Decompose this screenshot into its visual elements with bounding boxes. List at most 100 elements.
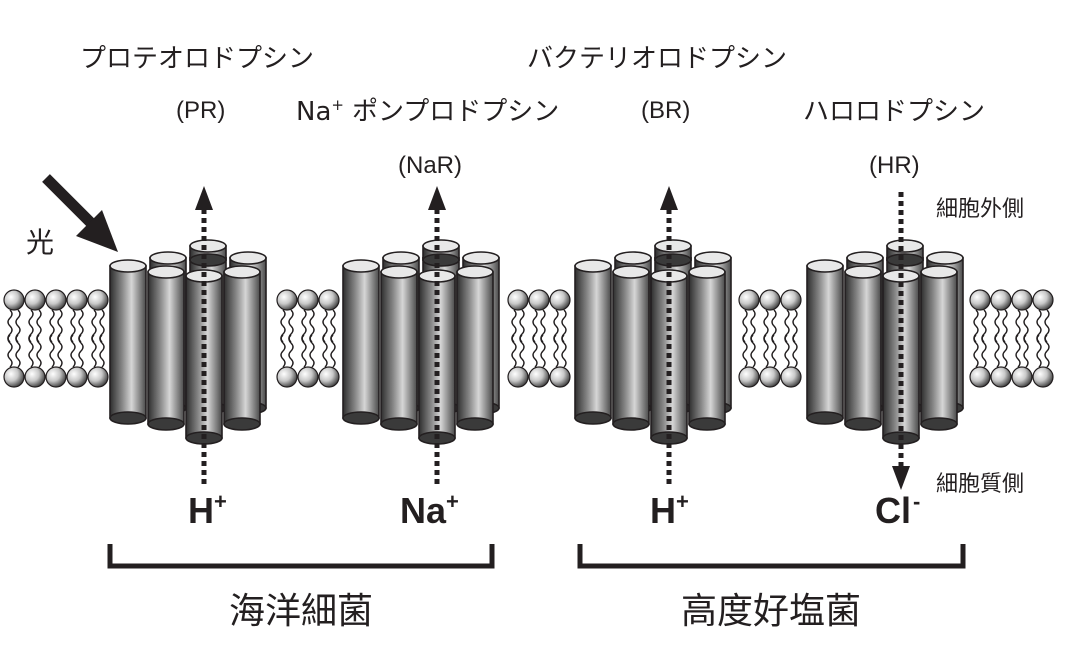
bracket-halophile (577, 544, 966, 569)
helix-bottom (844, 417, 882, 431)
helix-top (147, 265, 185, 279)
helix-body (612, 271, 650, 425)
protein-name-nar-prefix: Na (296, 97, 331, 127)
lipid-tail (792, 334, 798, 368)
helix-top (844, 265, 882, 279)
ion-transport-arrow (195, 186, 213, 484)
lipid-head (507, 289, 529, 311)
ion-label-br: H+ (650, 489, 689, 531)
helix-top (612, 265, 650, 279)
rhodopsin-protein-2 (574, 186, 732, 484)
lipid-head (969, 289, 991, 311)
helix-top (574, 259, 612, 273)
helix-top (688, 265, 726, 279)
helix-bottom (109, 411, 147, 425)
lipid-tail (519, 334, 525, 368)
helix-bottom (612, 417, 650, 431)
lipid-head (3, 289, 25, 311)
helix-body (456, 271, 494, 425)
helix-top (614, 251, 652, 265)
lipid-tail (994, 334, 1000, 368)
lipid-head (528, 366, 550, 388)
lipid-head (759, 289, 781, 311)
helix-body (574, 265, 612, 419)
protein-abbr-nar: (NaR) (398, 152, 462, 179)
helix-bottom (886, 253, 924, 267)
lipid-tail (750, 334, 756, 368)
lipid-head (780, 289, 802, 311)
helix-top (456, 265, 494, 279)
helix-body (109, 265, 147, 419)
lipid-tail (553, 334, 559, 368)
ion-label-hr: Cl- (875, 489, 920, 531)
helix-top (380, 265, 418, 279)
helix-top (109, 259, 147, 273)
lipid-head (759, 366, 781, 388)
lipid-head (1011, 289, 1033, 311)
helix-top (382, 251, 420, 265)
protein-name-nar-prefix-sup: + (331, 96, 344, 114)
lipid-head (3, 366, 25, 388)
helix-bottom (806, 411, 844, 425)
side-label-outside: 細胞外側 (936, 197, 1024, 222)
lipid-tail (561, 334, 567, 368)
helix-bottom (456, 417, 494, 431)
lipid-head (318, 366, 340, 388)
protein-name-nar-main: ポンプロドプシン (352, 97, 559, 127)
lipid-head (318, 289, 340, 311)
lipid-head (549, 289, 571, 311)
lipid-head (1032, 366, 1054, 388)
lipid-tail (49, 334, 55, 368)
protein-abbr-hr: (HR) (869, 152, 920, 179)
lipid-tail (1023, 334, 1029, 368)
lipid-head (297, 289, 319, 311)
lipid-head (66, 366, 88, 388)
lipid-tail (309, 334, 315, 368)
lipid-head (45, 289, 67, 311)
helix-top (846, 251, 884, 265)
group-label-marine: 海洋細菌 (229, 591, 373, 632)
helix-top (462, 251, 500, 265)
helix-bottom (688, 417, 726, 431)
ion-label-nar: Na+ (400, 489, 459, 531)
lipid-tail (322, 334, 328, 368)
lipid-tail (511, 334, 517, 368)
helix-bottom (654, 253, 692, 267)
helix-bottom (342, 411, 380, 425)
protein-name-hr: ハロロドプシン (803, 97, 985, 127)
helix-body (223, 271, 261, 425)
lipid-tail (28, 334, 34, 368)
helix-top (223, 265, 261, 279)
rhodopsin-protein-0 (109, 186, 267, 484)
ion-label-pr: H+ (188, 489, 227, 531)
lipid-head (738, 289, 760, 311)
lipid-tail (973, 334, 979, 368)
lipid-tail (981, 334, 987, 368)
lipid-head (528, 289, 550, 311)
lipid-tail (771, 334, 777, 368)
helix-top (926, 251, 964, 265)
lipid-head (780, 366, 802, 388)
lipid-tail (99, 334, 105, 368)
protein-name-pr: プロテオロドプシン (80, 44, 314, 74)
protein-name-nar: Na+ ポンプロドプシン (296, 96, 559, 127)
lipid-tail (742, 334, 748, 368)
lipid-tail (784, 334, 790, 368)
rhodopsin-protein-3 (806, 192, 964, 490)
helix-body (688, 271, 726, 425)
lipid-tail (1002, 334, 1008, 368)
bracket-marine (107, 544, 495, 569)
helix-body (147, 271, 185, 425)
lipid-tail (540, 334, 546, 368)
ion-transport-arrow (892, 192, 910, 490)
lipid-tail (15, 334, 21, 368)
lipid-tail (7, 334, 13, 368)
lipid-head (297, 366, 319, 388)
lipid-head (276, 289, 298, 311)
rhodopsin-protein-1 (342, 186, 500, 484)
helix-top (886, 239, 924, 253)
helix-top (654, 239, 692, 253)
lipid-tail (1036, 334, 1042, 368)
helix-top (229, 251, 267, 265)
